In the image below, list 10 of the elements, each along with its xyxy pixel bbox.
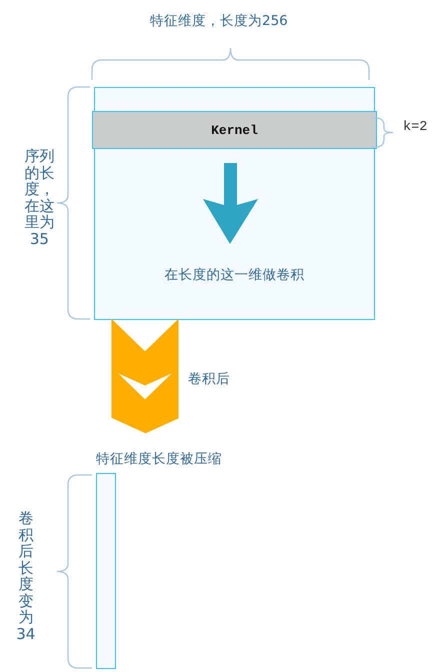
- dimension-label: 序列的长度，在这里为35: [24, 148, 55, 247]
- box-heading: 特征维度长度被压缩: [96, 450, 222, 468]
- feature-map-box: [94, 87, 375, 320]
- kernel-label: Kernel: [211, 122, 258, 138]
- kernel-bar: [92, 111, 377, 149]
- edge-label: 卷积后: [188, 370, 230, 388]
- box-caption: 在长度的这一维做卷积: [164, 266, 306, 284]
- dimension-label: k=2: [403, 120, 428, 135]
- dimension-label: 卷积后长度变为34: [16, 510, 36, 642]
- dimension-label: 特征维度，长度为256: [150, 12, 288, 30]
